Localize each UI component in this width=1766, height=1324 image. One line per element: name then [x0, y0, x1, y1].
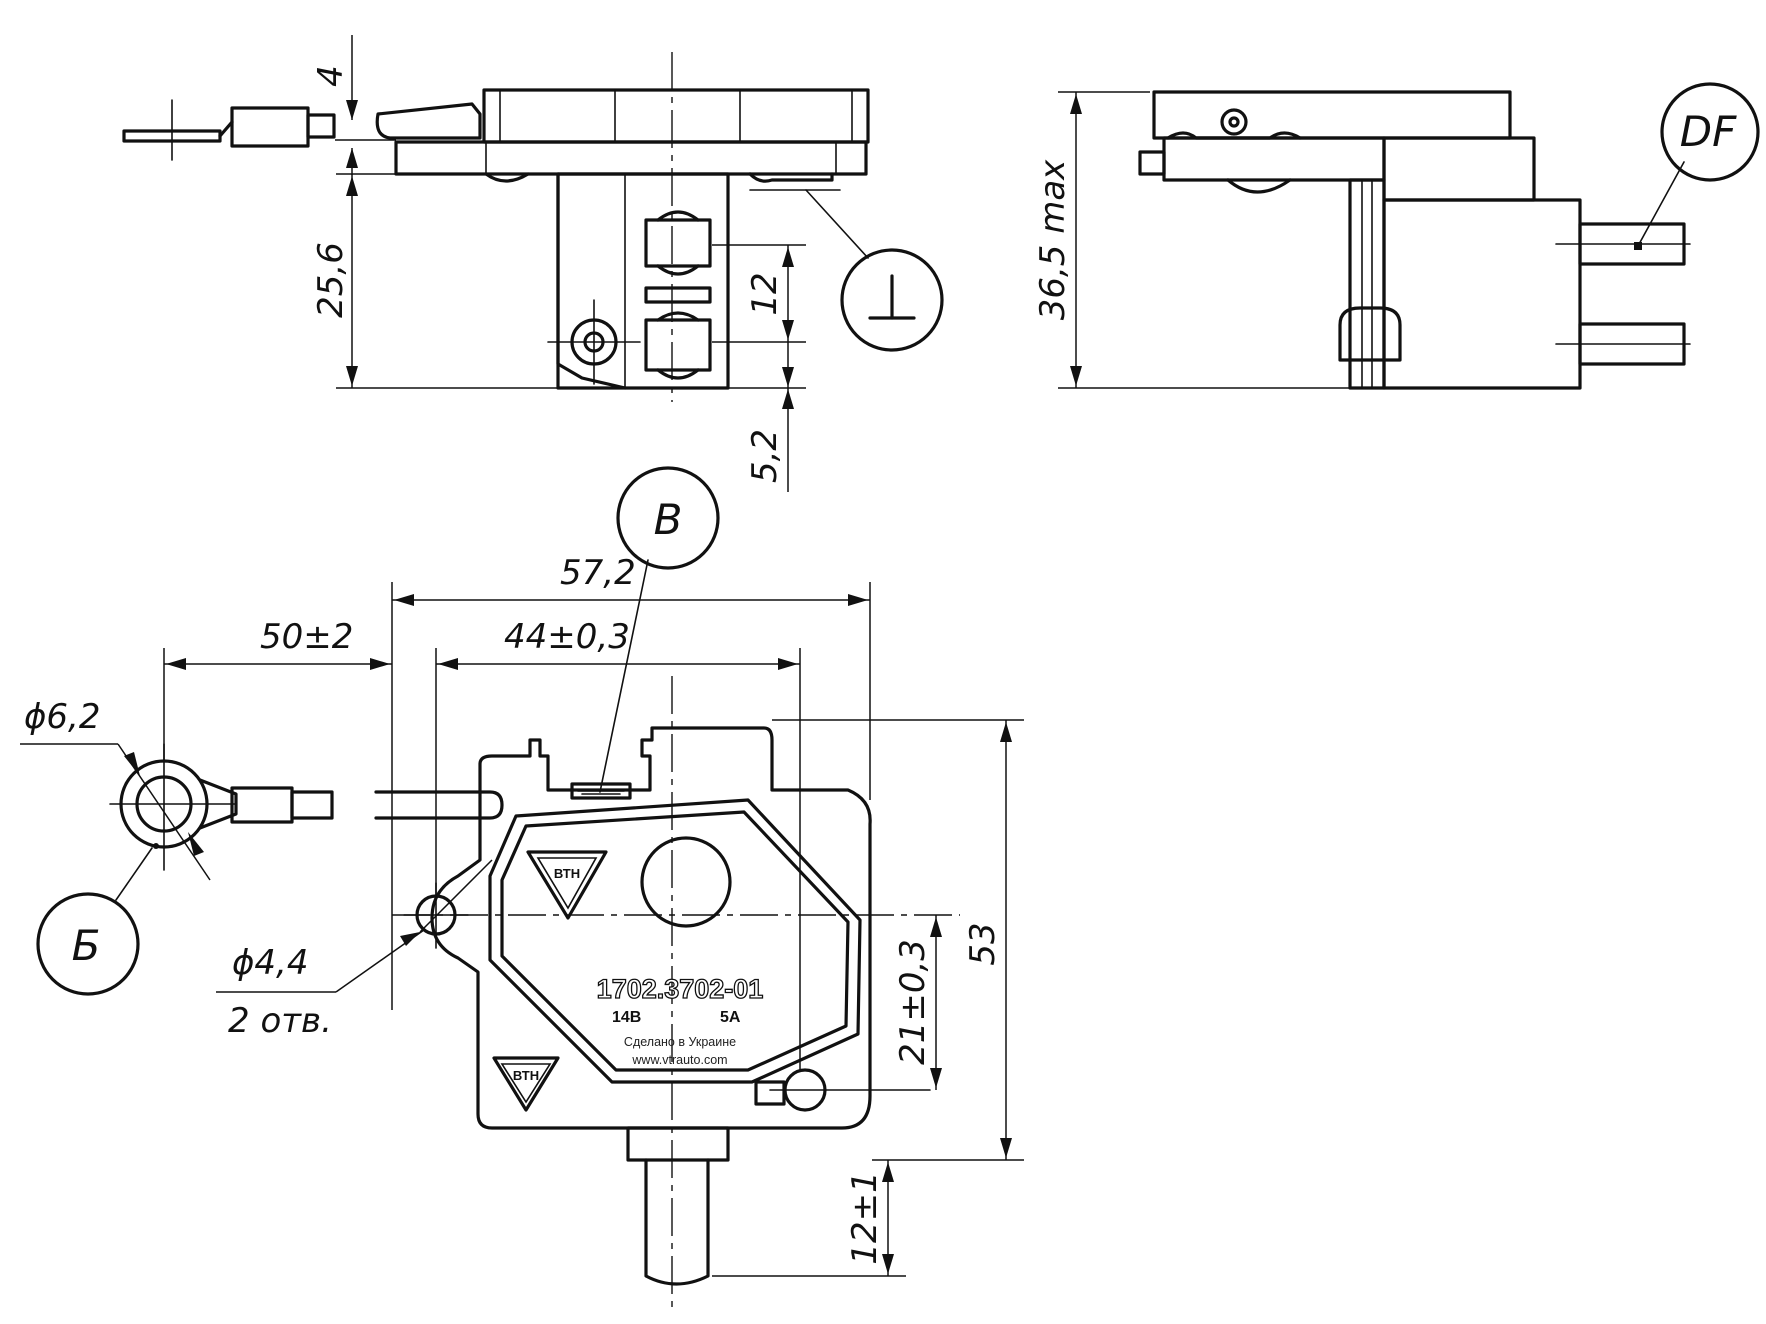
b-callout-circle — [616, 466, 720, 570]
df-callout-label: DF — [1680, 107, 1737, 156]
ground-callout — [805, 189, 944, 352]
dim-4: 4 — [311, 35, 396, 175]
part-url: www.vtrauto.com — [631, 1053, 727, 1067]
dim-12-label: 12 — [745, 272, 785, 315]
dim-50-label: 50±2 — [260, 617, 353, 657]
be-callout-leader — [115, 847, 153, 901]
front-terminal-block — [547, 172, 730, 390]
dim-phi-6-2-label: ϕ6,2 — [24, 697, 101, 737]
dim-5-2-label: 5,2 — [745, 429, 785, 483]
dim-36-5-max-label: 36,5 max — [1033, 159, 1073, 320]
dim-44-label: 44±0,3 — [504, 617, 630, 657]
logo-bottom-text: ВТН — [513, 1068, 539, 1083]
dim-25-6-label: 25,6 — [311, 242, 351, 318]
be-callout-label: Б — [72, 921, 101, 970]
dim-53: 53 — [772, 719, 1024, 1161]
part-made-in: Сделано в Украине — [624, 1035, 736, 1049]
part-code: 1702.3702-01 — [597, 974, 764, 1004]
dim-21: 21±0,3 — [893, 915, 942, 1090]
dim-21-label: 21±0,3 — [893, 939, 933, 1065]
dim-25-6: 25,6 — [311, 173, 560, 389]
part-voltage: 14В — [612, 1009, 641, 1026]
df-callout-circle — [1660, 82, 1760, 182]
dim-phi-4-4-label: ϕ4,4 — [232, 943, 309, 983]
dim-50: 50±2 — [163, 617, 392, 760]
b-callout-label: B — [654, 495, 683, 544]
front-wire — [122, 99, 482, 161]
adjust-hole — [640, 836, 732, 928]
logo-bottom: ВТН — [492, 1056, 560, 1112]
side-roller — [1220, 108, 1248, 136]
dim-12: 12 — [712, 244, 806, 343]
ground-callout-circle — [840, 248, 944, 352]
b-callout-leader — [599, 559, 649, 793]
dim-12-1-label: 12±1 — [845, 1171, 885, 1264]
part-current: 5А — [720, 1009, 741, 1026]
top-view: ϕ6,2 Б B ϕ4,4 2 отв. 57,2 — [20, 466, 1024, 1310]
front-view: 4 25,6 12 5,2 — [122, 35, 944, 492]
dim-57-2: 57,2 — [391, 553, 871, 1010]
dim-36-5-max: 36,5 max — [1033, 91, 1350, 389]
logo-top-text: ВТН — [554, 866, 580, 881]
dim-5-2: 5,2 — [712, 342, 806, 492]
part-label: 1702.3702-01 14В 5А Сделано в Украине ww… — [596, 973, 764, 1067]
holes-note-label: 2 отв. — [228, 1001, 332, 1041]
dim-phi-6-2: ϕ6,2 — [20, 697, 211, 881]
df-pins — [1555, 161, 1691, 366]
dim-12-1: 12±1 — [712, 1160, 906, 1277]
dim-phi-4-4: ϕ4,4 2 отв. — [216, 859, 493, 1041]
dim-44: 44±0,3 — [435, 617, 801, 1070]
housing-outline — [430, 726, 872, 1130]
dim-57-2-label: 57,2 — [560, 553, 636, 593]
dim-53-label: 53 — [963, 922, 1003, 965]
ring-terminal — [109, 743, 504, 871]
logo-top: ВТН — [526, 850, 608, 920]
dim-4-label: 4 — [311, 65, 351, 87]
be-callout-circle — [36, 892, 140, 996]
side-view: DF 36,5 max — [1033, 82, 1760, 390]
